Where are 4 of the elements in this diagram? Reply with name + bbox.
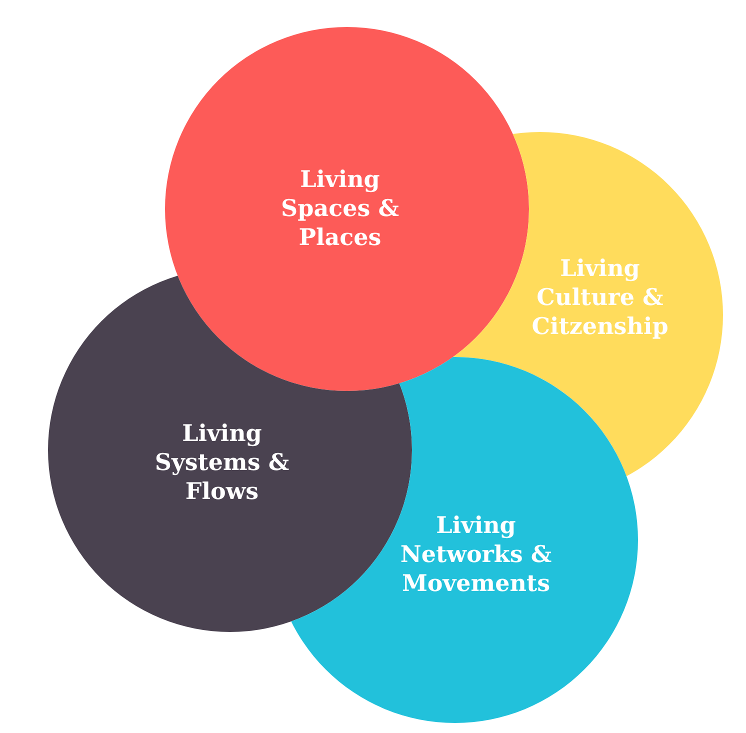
circle-label: Living Culture & Citzenship [530,254,670,340]
circle-label: Living Systems & Flows [154,418,290,506]
circle-label: Living Networks & Movements [399,510,553,598]
circle-label: Living Spaces & Places [280,164,400,252]
